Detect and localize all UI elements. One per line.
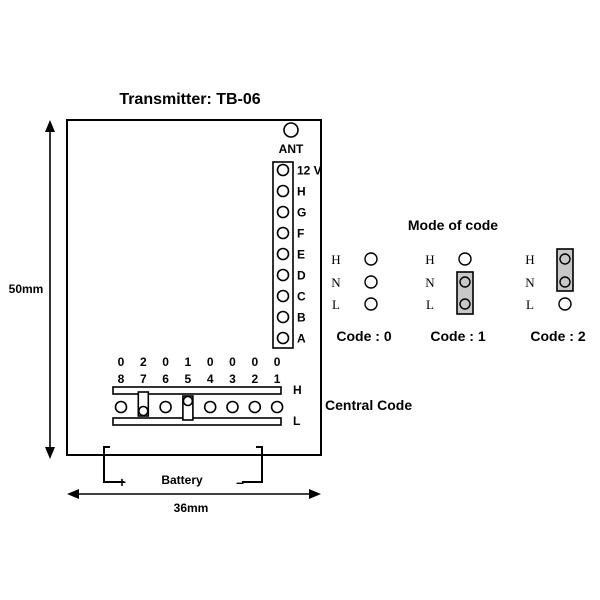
central-code-digit: 2 bbox=[140, 355, 147, 369]
central-code-pin-pad bbox=[182, 395, 194, 407]
mode-pin-pad bbox=[559, 253, 571, 265]
central-code-rail-low-label: L bbox=[293, 414, 300, 428]
central-code-digit: 0 bbox=[274, 355, 281, 369]
side-pin-label: 12 V bbox=[297, 164, 322, 178]
central-code-pin-number: 8 bbox=[118, 372, 125, 386]
central-code-pin-number: 7 bbox=[140, 372, 147, 386]
side-pin-label: A bbox=[297, 332, 306, 346]
side-pin-label: C bbox=[297, 290, 306, 304]
mode-of-code-title: Mode of code bbox=[408, 217, 498, 233]
side-pin-pad bbox=[276, 163, 290, 177]
central-code-rail-low bbox=[112, 417, 282, 426]
battery-label: Battery bbox=[161, 473, 203, 487]
mode-row-label: H bbox=[425, 252, 434, 267]
mode-pin-pad bbox=[364, 252, 378, 266]
diagram-title: Transmitter: TB-06 bbox=[119, 91, 260, 108]
antenna-pad bbox=[283, 122, 299, 138]
width-dimension bbox=[67, 489, 321, 499]
side-pin-header bbox=[272, 161, 294, 349]
central-code-digit: 1 bbox=[185, 355, 192, 369]
mode-pin-pad bbox=[458, 252, 472, 266]
central-code-pin-number: 5 bbox=[185, 372, 192, 386]
battery-bracket bbox=[103, 446, 263, 483]
central-code-pin-number: 1 bbox=[274, 372, 281, 386]
mode-row-label: N bbox=[331, 275, 341, 290]
mode-row-label: L bbox=[426, 297, 434, 312]
central-code-rail-high-label: H bbox=[293, 383, 302, 397]
mode-pin-pad bbox=[364, 275, 378, 289]
mode-row-label: L bbox=[332, 297, 340, 312]
central-code-pin-number: 6 bbox=[162, 372, 169, 386]
side-pin-pad bbox=[276, 205, 290, 219]
central-code-pin-number: 3 bbox=[229, 372, 236, 386]
side-pin-label: H bbox=[297, 185, 306, 199]
mode-row-label: L bbox=[526, 297, 534, 312]
mode-pin-pad bbox=[559, 276, 571, 288]
side-pin-label: D bbox=[297, 269, 306, 283]
central-code-digit: 0 bbox=[118, 355, 125, 369]
battery-minus-label: – bbox=[236, 474, 244, 490]
board-outline bbox=[66, 119, 322, 456]
mode-code-label: Code : 1 bbox=[430, 328, 485, 344]
central-code-rail-high bbox=[112, 386, 282, 395]
central-code-pin-number: 2 bbox=[251, 372, 258, 386]
height-dimension bbox=[45, 120, 55, 459]
mode-row-label: H bbox=[331, 252, 340, 267]
mode-code-label: Code : 0 bbox=[336, 328, 391, 344]
mode-row-label: N bbox=[425, 275, 435, 290]
width-dimension-label: 36mm bbox=[174, 501, 209, 515]
central-code-pin-pad bbox=[270, 400, 284, 414]
central-code-pin-pad bbox=[114, 400, 128, 414]
height-dimension-label: 50mm bbox=[9, 282, 44, 296]
central-code-pin-pad bbox=[226, 400, 239, 414]
side-pin-label: F bbox=[297, 227, 304, 241]
side-pin-label: B bbox=[297, 311, 306, 325]
side-pin-pad bbox=[276, 331, 290, 345]
side-pin-label: E bbox=[297, 248, 305, 262]
side-pin-pad bbox=[276, 310, 290, 324]
side-pin-pad bbox=[276, 289, 290, 303]
side-pin-pad bbox=[276, 268, 290, 282]
side-pin-pad bbox=[276, 184, 290, 198]
central-code-label: Central Code bbox=[325, 397, 412, 413]
central-code-pin-pad bbox=[159, 400, 172, 414]
battery-plus-label: + bbox=[118, 474, 126, 490]
side-pin-label: G bbox=[297, 206, 306, 220]
central-code-digit: 0 bbox=[251, 355, 258, 369]
mode-pin-pad bbox=[558, 297, 572, 311]
side-pin-pad bbox=[276, 226, 290, 240]
mode-row-label: N bbox=[525, 275, 535, 290]
central-code-pin-pad bbox=[203, 400, 217, 414]
mode-code-label: Code : 2 bbox=[530, 328, 585, 344]
antenna-label: ANT bbox=[279, 142, 304, 156]
central-code-pin-number: 4 bbox=[207, 372, 214, 386]
mode-row-label: H bbox=[525, 252, 534, 267]
central-code-digit: 0 bbox=[207, 355, 214, 369]
central-code-pin-pad bbox=[138, 405, 149, 417]
central-code-digit: 0 bbox=[229, 355, 236, 369]
side-pin-pad bbox=[276, 247, 290, 261]
mode-pin-pad bbox=[459, 298, 471, 310]
mode-pin-pad bbox=[364, 297, 378, 311]
mode-pin-pad bbox=[459, 276, 471, 288]
central-code-pins: 0 8 2 7 0 6 1 5 0 4 0 3 0 2 0 1 bbox=[114, 355, 284, 421]
central-code-pin-pad bbox=[248, 400, 262, 414]
central-code-digit: 0 bbox=[162, 355, 169, 369]
